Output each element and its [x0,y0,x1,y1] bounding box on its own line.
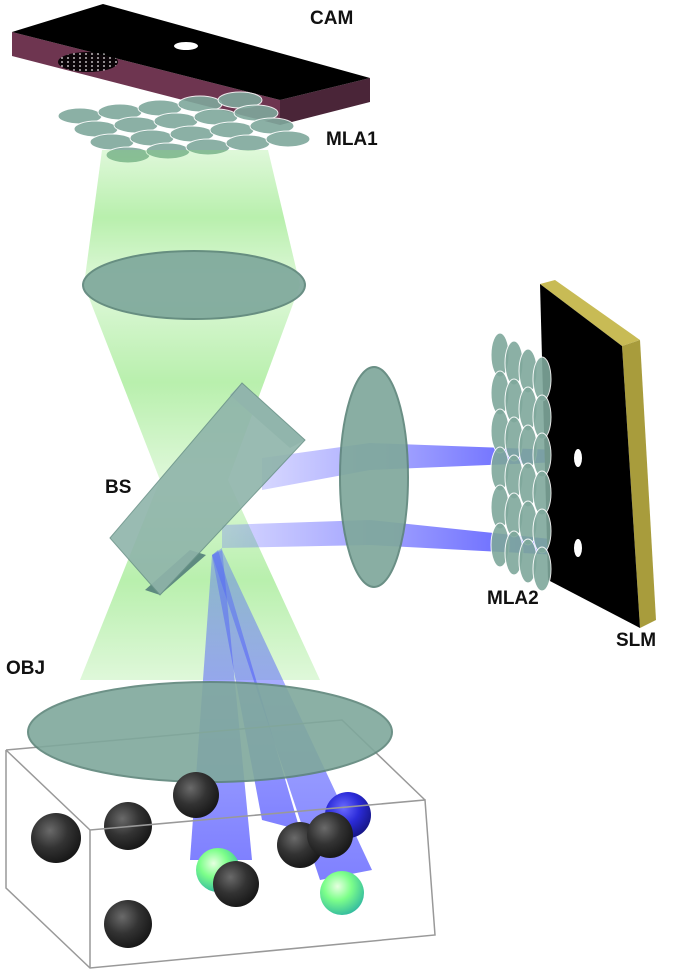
slm-frame-top [540,280,640,346]
mla2-lenslet [532,508,552,554]
camera-bright-spot [174,42,198,50]
mla2-lenslet [532,394,552,440]
sample-box-front [5,749,436,969]
slm-frame-side [622,340,656,628]
mla2-microlens-array [490,332,552,592]
camera-front-face [280,78,370,125]
camera-spot-pattern [58,52,118,72]
mla2-lenslet [532,470,552,516]
bead-dark-4 [104,900,152,948]
beamsplitter-icon [109,382,306,596]
green-beam-upper [84,150,300,285]
mla1-lenslet [225,134,271,152]
beamsplitter-face [109,382,306,596]
bead-dark-7 [213,861,259,907]
label-obj: OBJ [6,658,45,679]
label-cam: CAM [310,8,353,29]
bead-fluorescent-2 [320,871,364,915]
mla2-lenslet [532,356,552,402]
label-bs: BS [105,477,131,498]
objective-lens-icon [27,681,393,783]
bead-dark-6 [307,812,353,858]
mla2-lenslet [532,432,552,478]
label-mla2: MLA2 [487,588,539,609]
bead-dark-1 [31,813,81,863]
camera-sensor-icon [12,4,370,100]
mla1-lenslet [265,130,311,148]
slm-spot-top [574,449,582,467]
relay-lens [339,366,409,588]
slm [540,280,656,628]
tube-lens [82,250,306,320]
label-mla1: MLA1 [326,129,378,150]
label-slm: SLM [616,630,656,651]
bead-dark-3 [173,772,219,818]
spatial-light-modulator-icon [540,284,640,628]
mla2-lenslet [532,546,552,592]
mla1-microlens-array [57,91,311,164]
slm-spot-bottom [574,539,582,557]
blue-beam-top [262,443,560,490]
